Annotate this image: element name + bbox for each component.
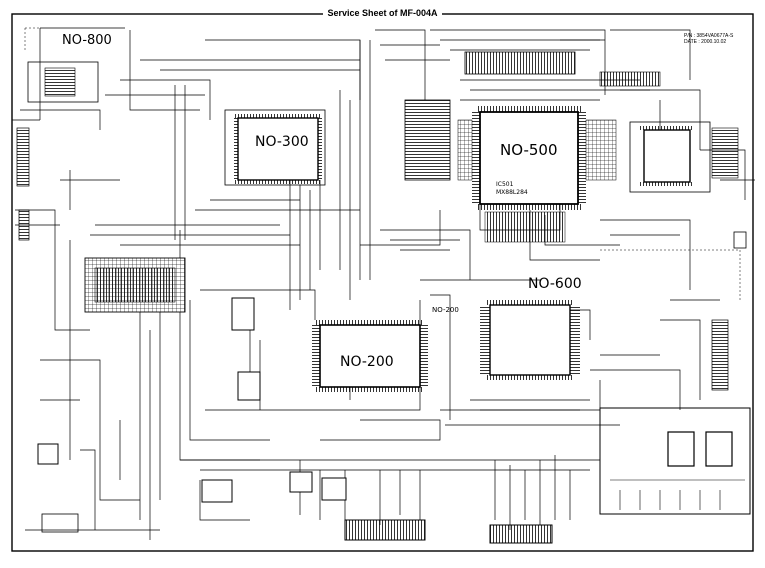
no800-block: NO-800 (27, 33, 112, 103)
left-connector (16, 127, 30, 187)
no800-label: NO-800 (62, 33, 112, 48)
bottom-left-connector (41, 513, 79, 533)
sheet-meta: P/N : 3854VA0677A-S DATE : 2000.10.02 (684, 33, 733, 45)
top-connector (464, 51, 576, 75)
ic501-label: IC501 (496, 181, 514, 188)
right-mid-connector (711, 319, 729, 391)
part-number: P/N : 3854VA0677A-S (684, 33, 734, 39)
left-connector-2 (18, 209, 30, 241)
sheet-date: DATE : 2000.10.02 (684, 39, 727, 45)
left-ic-block (84, 257, 186, 313)
bottom-connector-right (489, 524, 553, 544)
no200-label: NO-200 (340, 354, 394, 370)
no300-label: NO-300 (255, 134, 309, 150)
sheet-title: Service Sheet of MF-004A (0, 8, 765, 18)
top-right-connector (599, 71, 661, 87)
bottom-connector-left (344, 519, 426, 541)
no500-ic: NO-500 IC501 MX88L284 (404, 99, 617, 243)
no200-ic: NO-200 (312, 320, 428, 392)
right-ic (629, 121, 739, 193)
ic501-part-label: MX88L284 (496, 189, 528, 196)
no500-label: NO-500 (500, 141, 558, 159)
no200-small-label: NO-200 (432, 306, 459, 314)
no300-ic: NO-300 (224, 109, 326, 186)
no600-label: NO-600 (528, 276, 582, 292)
small-ics (37, 297, 347, 503)
bottom-right-panel (599, 407, 751, 515)
no600-ic: NO-600 NO-200 (432, 276, 582, 380)
